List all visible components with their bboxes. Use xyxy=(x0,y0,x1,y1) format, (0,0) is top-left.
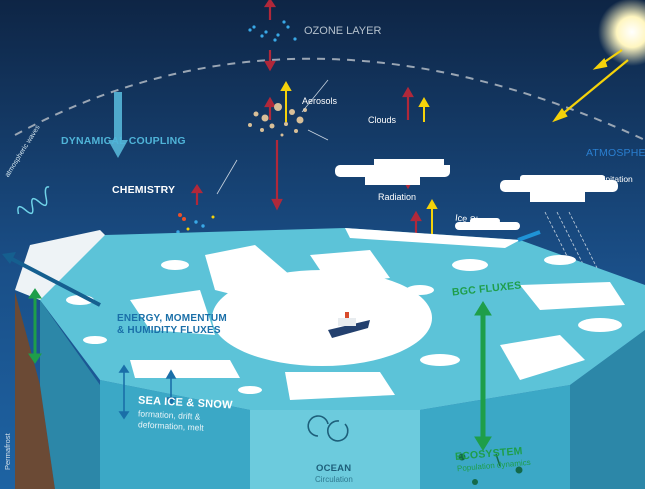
precipitation-label: Precipitation xyxy=(586,174,633,184)
permafrost-wall xyxy=(15,292,55,489)
radiation-arrows xyxy=(190,0,422,267)
ice-sheet-discharge-arrow xyxy=(2,230,541,307)
clouds xyxy=(335,159,618,230)
research-ship-icon xyxy=(328,312,370,338)
ice-shelf xyxy=(15,230,105,300)
ozone-layer-label: OZONE LAYER xyxy=(304,25,382,37)
ocean-wall-left xyxy=(40,300,100,489)
ocean-title: OCEAN xyxy=(316,463,352,474)
sun-icon xyxy=(598,0,645,66)
dynamical-coupling-arrow xyxy=(108,92,128,158)
ocean-wall-right xyxy=(570,330,645,489)
atmospheric-waves-icon xyxy=(17,186,50,215)
ocean-wall-panel xyxy=(420,385,570,489)
ocean-circulation-icon xyxy=(307,415,349,442)
solar-reflection-arrows xyxy=(280,80,438,235)
ocean-subtitle: Circulation xyxy=(315,475,353,484)
ocean-wall-panel xyxy=(100,380,250,489)
energy-fluxes-label-line1: ENERGY, MOMENTUM xyxy=(117,313,227,324)
radiation-label: Radiation xyxy=(378,192,417,202)
flux-arrows xyxy=(118,364,177,420)
permafrost-label: Permafrost xyxy=(3,433,12,470)
sunlight-arrows xyxy=(552,49,629,123)
bgc-flux-arrows xyxy=(28,288,492,451)
chemistry-label: CHEMISTRY xyxy=(112,184,176,196)
ozone-molecules-icon xyxy=(248,20,297,42)
atmosphere-label: ATMOSPHERE xyxy=(586,147,645,159)
aerosols-label: Aerosols xyxy=(302,96,338,106)
plankton-icons xyxy=(458,453,523,485)
atmosphere-boundary xyxy=(14,57,645,141)
aerosol-particles-icon xyxy=(248,103,307,137)
dynamical-coupling-label: DYNAMICAL COUPLING xyxy=(61,135,186,147)
clouds-label: Clouds xyxy=(368,115,397,125)
energy-fluxes-label-line2: & HUMIDITY FLUXES xyxy=(117,325,221,336)
ocean-wall-front xyxy=(250,410,420,489)
sea-ice-floes xyxy=(66,228,625,400)
